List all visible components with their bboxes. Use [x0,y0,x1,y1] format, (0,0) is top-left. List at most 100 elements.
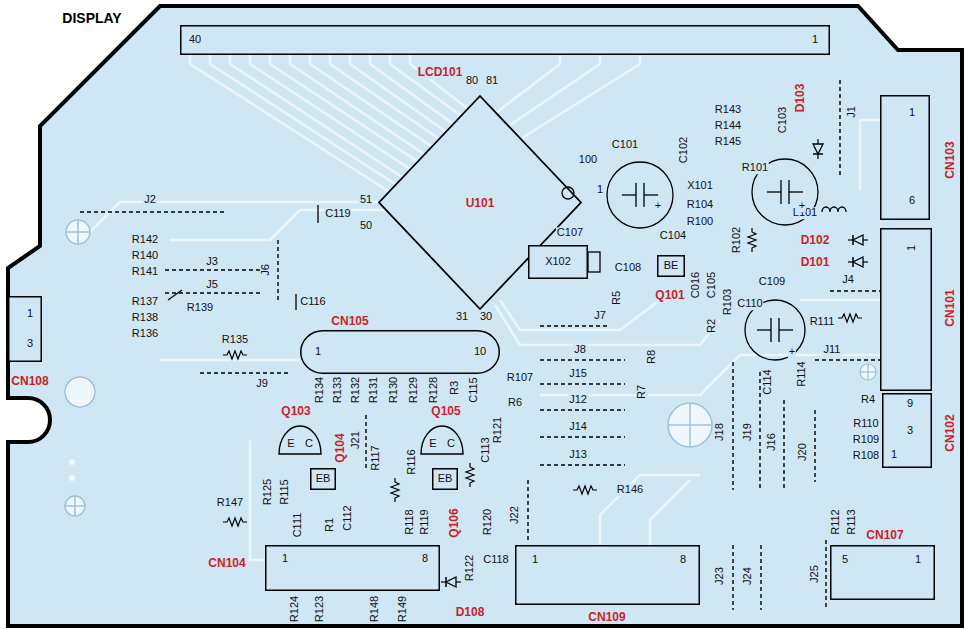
transistor-box: EBQ106 [432,468,458,490]
part-label: R141 [131,266,159,278]
part-label: J22 [509,505,521,525]
connector-box: 13CN108 [8,296,42,362]
crystal-box: X102 [528,245,588,279]
part-label: R148 [369,595,381,623]
part-label: R118 [404,508,416,535]
connector-box: 18CN109 [515,545,700,605]
ref-designator: D102 [800,234,831,247]
part-label: R128 [428,376,440,404]
part-label: R120 [482,508,494,536]
ref-designator: CN103 [944,140,957,179]
coil-symbol [822,207,846,212]
part-label: R145 [714,136,742,148]
part-label: R146 [616,484,644,496]
ref-designator: D108 [455,606,486,619]
pin-number: 1 [281,553,289,565]
part-label: R138 [131,312,159,324]
pin-number: 1 [314,346,322,358]
pin-number: 10 [473,346,487,358]
part-label: R140 [131,250,159,262]
pin-number: C [446,438,456,450]
pin-number: 6 [908,195,916,207]
part-label: R1 [324,517,336,533]
part-label: R129 [408,376,420,404]
part-label: R132 [350,376,362,404]
part-label: R135 [221,334,249,346]
ref-designator: CN104 [207,557,246,570]
ref-designator: CN109 [587,611,626,624]
part-label: J5 [205,279,219,291]
jumper-wires [80,80,880,610]
part-label: R122 [464,554,476,582]
part-label: J21 [350,430,362,450]
part-label: R111 [809,316,836,328]
part-label: J11 [823,344,842,356]
pin-number: 1 [596,184,604,196]
part-label: J16 [766,432,778,452]
part-outline [420,425,464,455]
part-label: J12 [568,394,588,406]
part-label: C108 [614,262,642,274]
part-label: R133 [332,376,344,404]
part-label: C102 [678,136,690,164]
pin-number: 80 [465,75,479,87]
part-label: R119 [419,508,431,535]
part-label: R3 [449,380,461,396]
part-label: R115 [279,478,291,505]
ref-designator: D103 [794,83,807,114]
part-label: R125 [262,478,274,506]
part-label: C112 [342,504,354,531]
pin-number: 51 [359,194,373,206]
ref-designator: CN108 [10,375,49,388]
ref-designator: Q104 [334,432,347,463]
part-label: J13 [568,449,588,461]
part-label: C114 [762,368,774,395]
ref-designator: D101 [800,256,831,269]
pin-number: E [286,438,295,450]
part-label: C118 [482,554,509,566]
ref-designator: U101 [465,197,496,210]
part-outline [180,25,830,55]
pin-number: EB [437,473,454,485]
part-label: R112 [830,508,842,535]
ref-designator: Q105 [430,405,461,418]
part-label: R114 [796,360,808,387]
ref-designator: CN101 [944,288,957,327]
part-label: R143 [714,104,742,116]
transistor-outline: ECQ103 [278,425,322,455]
connector-box: 931CN102 [882,393,932,468]
part-label: J25 [809,564,821,584]
pin-number: E [428,438,437,450]
part-outline [515,545,700,605]
part-label: R8 [646,349,658,365]
part-label: C016 [690,271,702,299]
part-label: R7 [636,384,648,400]
part-outline [278,425,322,455]
part-label: J14 [568,421,588,433]
part-label: J18 [714,422,726,442]
part-label: R116 [406,448,418,475]
board-outline [8,6,962,626]
part-label: J7 [593,310,607,322]
part-label: + [798,200,806,212]
part-label: C116 [299,296,326,308]
ref-designator: Q103 [280,405,311,418]
pin-number: 1 [908,107,916,119]
part-label: J4 [841,274,855,286]
part-label: R142 [131,234,159,246]
connector-box: 51CN107 [830,545,935,600]
part-label: C111 [292,512,304,539]
part-label: R101 [741,162,769,174]
part-label: R134 [314,376,326,404]
transistor-box: BEQ101 [657,255,685,277]
part-label: J2 [143,194,157,206]
part-label: J3 [205,256,219,268]
pin-number: C [304,438,314,450]
part-label: C115 [468,376,480,403]
pin-number: BE [663,260,680,272]
pin-number: 1 [531,554,539,566]
pin-number: 5 [841,554,849,566]
transistor-outline: ECQ105 [420,425,464,455]
part-label: R103 [722,288,734,316]
connector-pill: 110CN105 [300,330,500,374]
